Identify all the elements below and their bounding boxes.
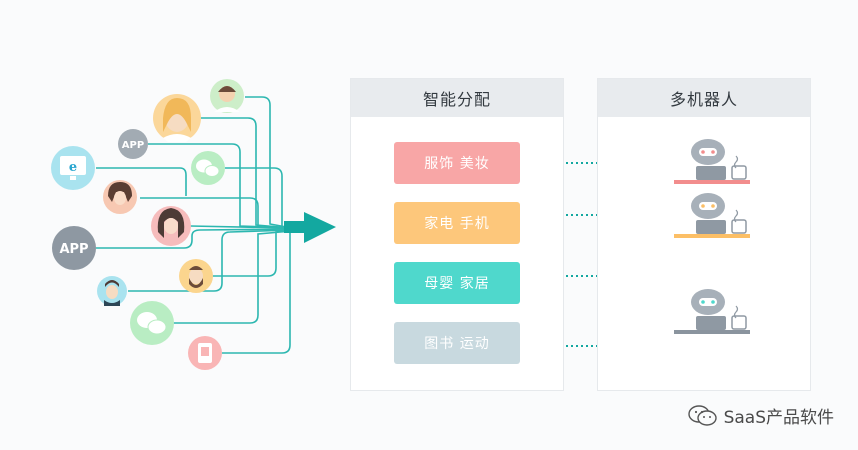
app-label-large: APP (59, 242, 88, 257)
mobile-app-icon (188, 336, 222, 370)
app-icon-small: APP (118, 129, 148, 159)
watermark-text: SaaS产品软件 (723, 408, 834, 428)
avatar-top-female (210, 79, 244, 113)
smart-allocation-title: 智能分配 (351, 79, 563, 117)
category-clothing-beauty: 服饰 美妆 (394, 142, 520, 184)
category-label: 家电 手机 (424, 216, 490, 232)
wechat-icon (191, 151, 225, 185)
category-baby-home: 母婴 家居 (394, 262, 520, 304)
wechat-icon-large (130, 301, 174, 345)
avatar-bearded-male (179, 259, 213, 293)
avatar-brunette-female (151, 206, 191, 246)
category-label: 服饰 美妆 (424, 156, 490, 172)
multi-robot-title: 多机器人 (598, 79, 810, 117)
app-label-small: APP (122, 140, 144, 151)
category-label: 母婴 家居 (424, 276, 490, 292)
source-connectors (96, 96, 293, 354)
avatar-blonde-female (153, 94, 201, 142)
app-icon-large: APP (52, 226, 96, 270)
robot-icon (674, 193, 750, 238)
category-appliance-phone: 家电 手机 (394, 202, 520, 244)
avatar-dark-hair-female (103, 180, 137, 214)
watermark: SaaS产品软件 (687, 403, 834, 428)
svg-text:e: e (69, 160, 77, 175)
ie-browser-icon: e (51, 146, 95, 190)
category-label: 图书 运动 (424, 336, 490, 352)
robot-icon (674, 139, 750, 184)
category-books-sports: 图书 运动 (394, 322, 520, 364)
main-arrow (284, 212, 336, 243)
robot-icon (674, 289, 750, 334)
wechat-logo-icon (687, 404, 717, 426)
avatar-glasses-male (97, 276, 127, 306)
